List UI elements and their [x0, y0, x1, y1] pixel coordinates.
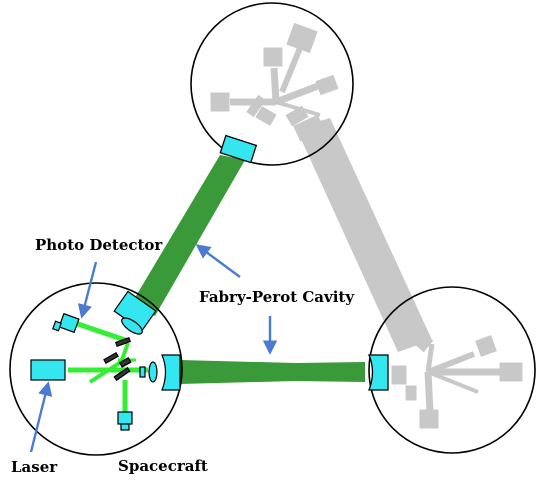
photo-detector-element: [58, 312, 80, 334]
arrow-fabry-perot-diagonal: [195, 244, 241, 278]
annotation-arrows: [29, 244, 278, 453]
spacecraft-right-optics: [391, 312, 523, 429]
label-spacecraft: Spacecraft: [118, 457, 208, 475]
label-photo-detector: Photo Detector: [35, 236, 163, 254]
cavity-beam-diagonal: [130, 155, 245, 316]
label-fabry-perot: Fabry-Perot Cavity: [199, 288, 355, 306]
right-mirror: [368, 354, 389, 391]
spacecraft-left: [9, 282, 183, 456]
arrow-laser: [29, 381, 53, 453]
top-mirror: [219, 134, 258, 164]
cavity-beam-horizontal: [180, 360, 365, 384]
spacecraft-top: [190, 2, 354, 166]
spacecraft-top-optics: [210, 22, 339, 142]
label-laser: Laser: [11, 458, 58, 476]
arrow-photo-detector: [77, 261, 98, 319]
spacecraft-right: [368, 286, 536, 454]
inactive-beam-arm: [296, 118, 432, 352]
laser-source: [30, 359, 66, 381]
spacecraft-left-optics: [30, 290, 181, 431]
spacecraft-left-beams: [68, 320, 148, 414]
